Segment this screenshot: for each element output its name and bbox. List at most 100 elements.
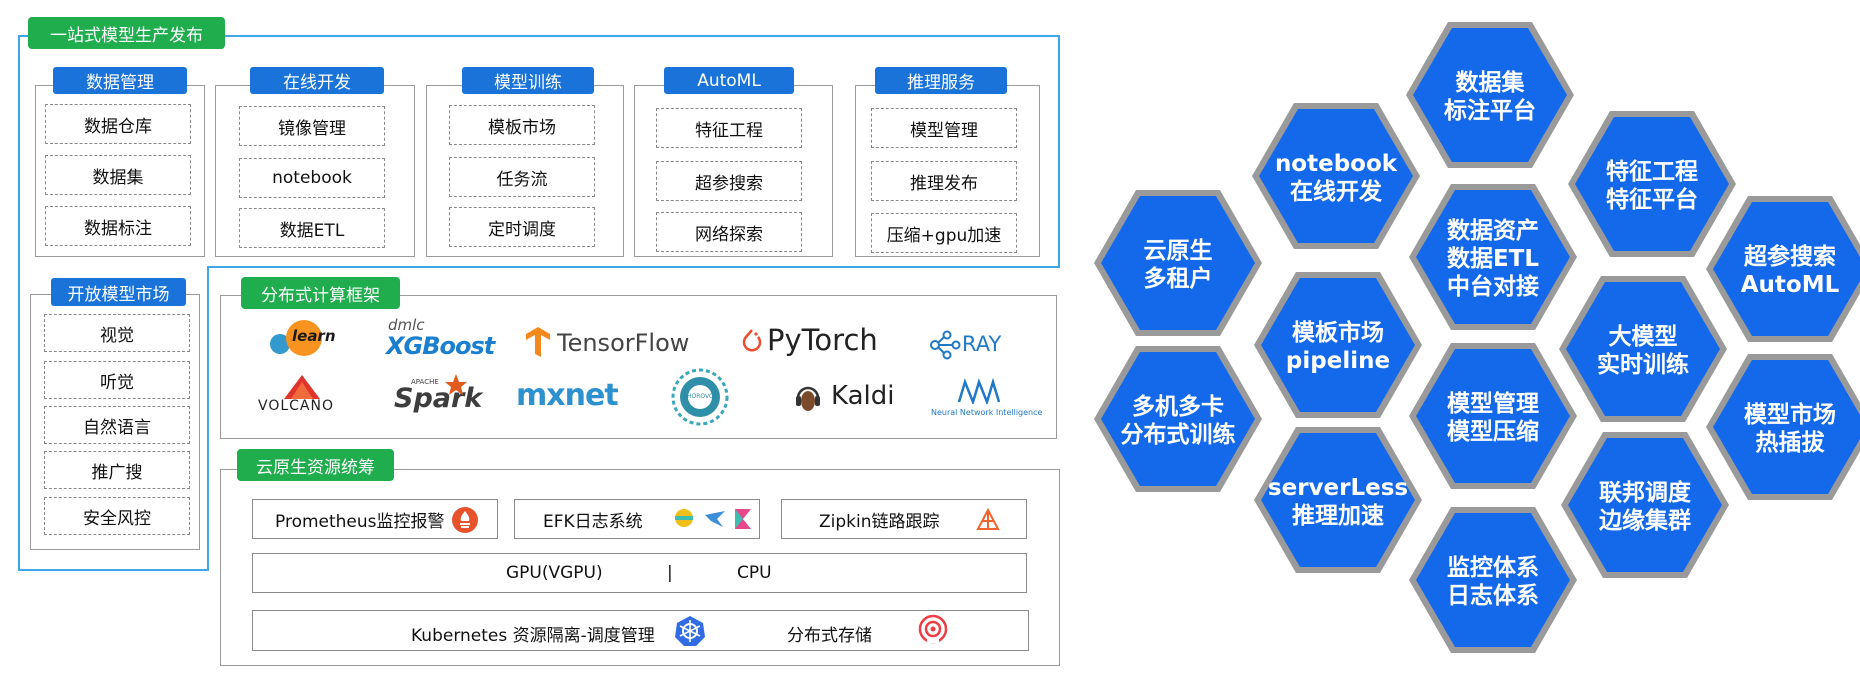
hexagon-label: 分布式训练 — [1121, 421, 1236, 448]
ray-label: RAY — [962, 332, 1002, 356]
platform-outline-inner-v — [207, 266, 209, 571]
efk-box: EFK日志系统 — [514, 499, 760, 539]
column-title: 模型训练 — [462, 67, 594, 94]
xgboost-small-label: dmlc — [388, 316, 425, 334]
column-title: 在线开发 — [250, 67, 384, 94]
nni-icon — [957, 377, 1001, 406]
hexagon-label: 边缘集群 — [1599, 507, 1691, 534]
volcano-icon — [284, 375, 320, 399]
hexagon-label: 实时训练 — [1597, 351, 1689, 378]
spark-label: Spark — [394, 383, 483, 414]
horovod-logo: HOROVOD — [670, 367, 730, 431]
platform-outline-inner — [207, 266, 1060, 268]
hexagon-label: notebook — [1275, 151, 1398, 177]
ray-logo — [929, 330, 961, 364]
spark-logo — [444, 373, 468, 401]
hexagon-fill — [1416, 190, 1570, 324]
column-item: 镜像管理 — [239, 106, 385, 146]
xgboost-label: XGBoost — [386, 332, 495, 360]
zipkin-box: Zipkin链路跟踪 — [781, 499, 1027, 539]
efk-label: EFK日志系统 — [543, 511, 643, 532]
hexagon-label: 特征工程 — [1606, 159, 1698, 185]
kubernetes-icon — [675, 616, 705, 646]
market-item: 听觉 — [44, 361, 190, 399]
hexagon-label: 联邦调度 — [1599, 479, 1692, 506]
tensorflow-icon — [526, 327, 550, 357]
hexagon-label: 热插拔 — [1756, 429, 1826, 456]
market-item: 自然语言 — [44, 406, 190, 444]
hexagon-fill — [1261, 278, 1415, 412]
hexagon-label: 中台对接 — [1447, 273, 1539, 300]
hexagon-label: 模型管理 — [1447, 390, 1539, 417]
sklearn-icon — [270, 320, 322, 356]
hexagon-fill — [1101, 196, 1255, 330]
hexagon-label: 超参搜索 — [1744, 243, 1836, 270]
hexagon-fill — [1713, 202, 1860, 336]
column-title: 数据管理 — [53, 67, 187, 94]
tensorflow-label: TensorFlow — [557, 329, 690, 357]
hexagon-fill — [1101, 352, 1255, 486]
hexagon-label: 在线开发 — [1290, 178, 1382, 205]
tensorflow-logo — [524, 326, 552, 362]
hexagon-label: 数据集 — [1456, 69, 1526, 96]
kaldi-logo — [794, 380, 822, 418]
hexagon-label: pipeline — [1286, 348, 1390, 374]
spark-small-label: APACHE — [411, 378, 439, 386]
volcano-logo — [283, 374, 321, 404]
hexagon-label: 监控体系 — [1447, 554, 1539, 581]
hexagon-cluster: 数据集标注平台notebook在线开发特征工程特征平台云原生多租户数据资产数据E… — [1094, 22, 1860, 653]
efk-icons — [675, 509, 751, 529]
hexagon-fill — [1259, 109, 1413, 243]
hexagon-label: 模型市场 — [1744, 401, 1836, 428]
market-title: 开放模型市场 — [51, 278, 186, 306]
hexagon-fill — [1261, 433, 1415, 567]
market-item: 安全风控 — [44, 497, 190, 535]
horovod-label: HOROVOD — [687, 393, 719, 400]
cpu-label: CPU — [737, 563, 772, 583]
column-item: 数据标注 — [45, 206, 191, 246]
cloud-title: 云原生资源统筹 — [237, 449, 394, 481]
kaldi-label: Kaldi — [831, 381, 895, 411]
sklearn-label: learn — [292, 327, 336, 345]
column-title: AutoML — [664, 67, 794, 94]
volcano-label: VOLCANO — [258, 398, 334, 414]
cloud-box — [220, 469, 1060, 666]
hexagon-label: AutoML — [1741, 272, 1840, 298]
ceph-storage-icon — [918, 614, 948, 644]
ray-icon — [930, 330, 961, 360]
column-item: 数据仓库 — [45, 104, 191, 144]
column-title: 推理服务 — [875, 67, 1007, 94]
column-item: 模型管理 — [871, 108, 1017, 148]
compute-box: GPU(VGPU) | CPU — [252, 553, 1027, 593]
column-item: 特征工程 — [656, 108, 802, 148]
mxnet-label: mxnet — [516, 378, 619, 413]
column-item: 模板市场 — [449, 105, 595, 145]
market-item: 推广搜 — [44, 451, 190, 489]
horovod-icon — [671, 368, 729, 426]
pytorch-icon — [742, 329, 762, 352]
prometheus-box: Prometheus监控报警 — [252, 499, 498, 539]
column-item: 超参搜索 — [656, 161, 802, 201]
hexagon-fill — [1568, 438, 1722, 572]
prometheus-icon — [452, 507, 478, 533]
hexagon-label: 模型压缩 — [1447, 418, 1539, 445]
column-item: 任务流 — [449, 157, 595, 197]
hexagon-fill — [1713, 360, 1860, 494]
pytorch-logo — [741, 327, 763, 359]
column-item: 定时调度 — [449, 207, 595, 247]
pytorch-label: PyTorch — [767, 323, 878, 357]
column-item: 压缩+gpu加速 — [871, 213, 1017, 253]
nni-label: Neural Network Intelligence — [931, 408, 1043, 417]
column-item: 数据ETL — [239, 208, 385, 248]
hexagon-fill — [1566, 282, 1720, 416]
zipkin-icon — [976, 508, 1000, 530]
hexagon-label: 多机多卡 — [1132, 393, 1224, 420]
